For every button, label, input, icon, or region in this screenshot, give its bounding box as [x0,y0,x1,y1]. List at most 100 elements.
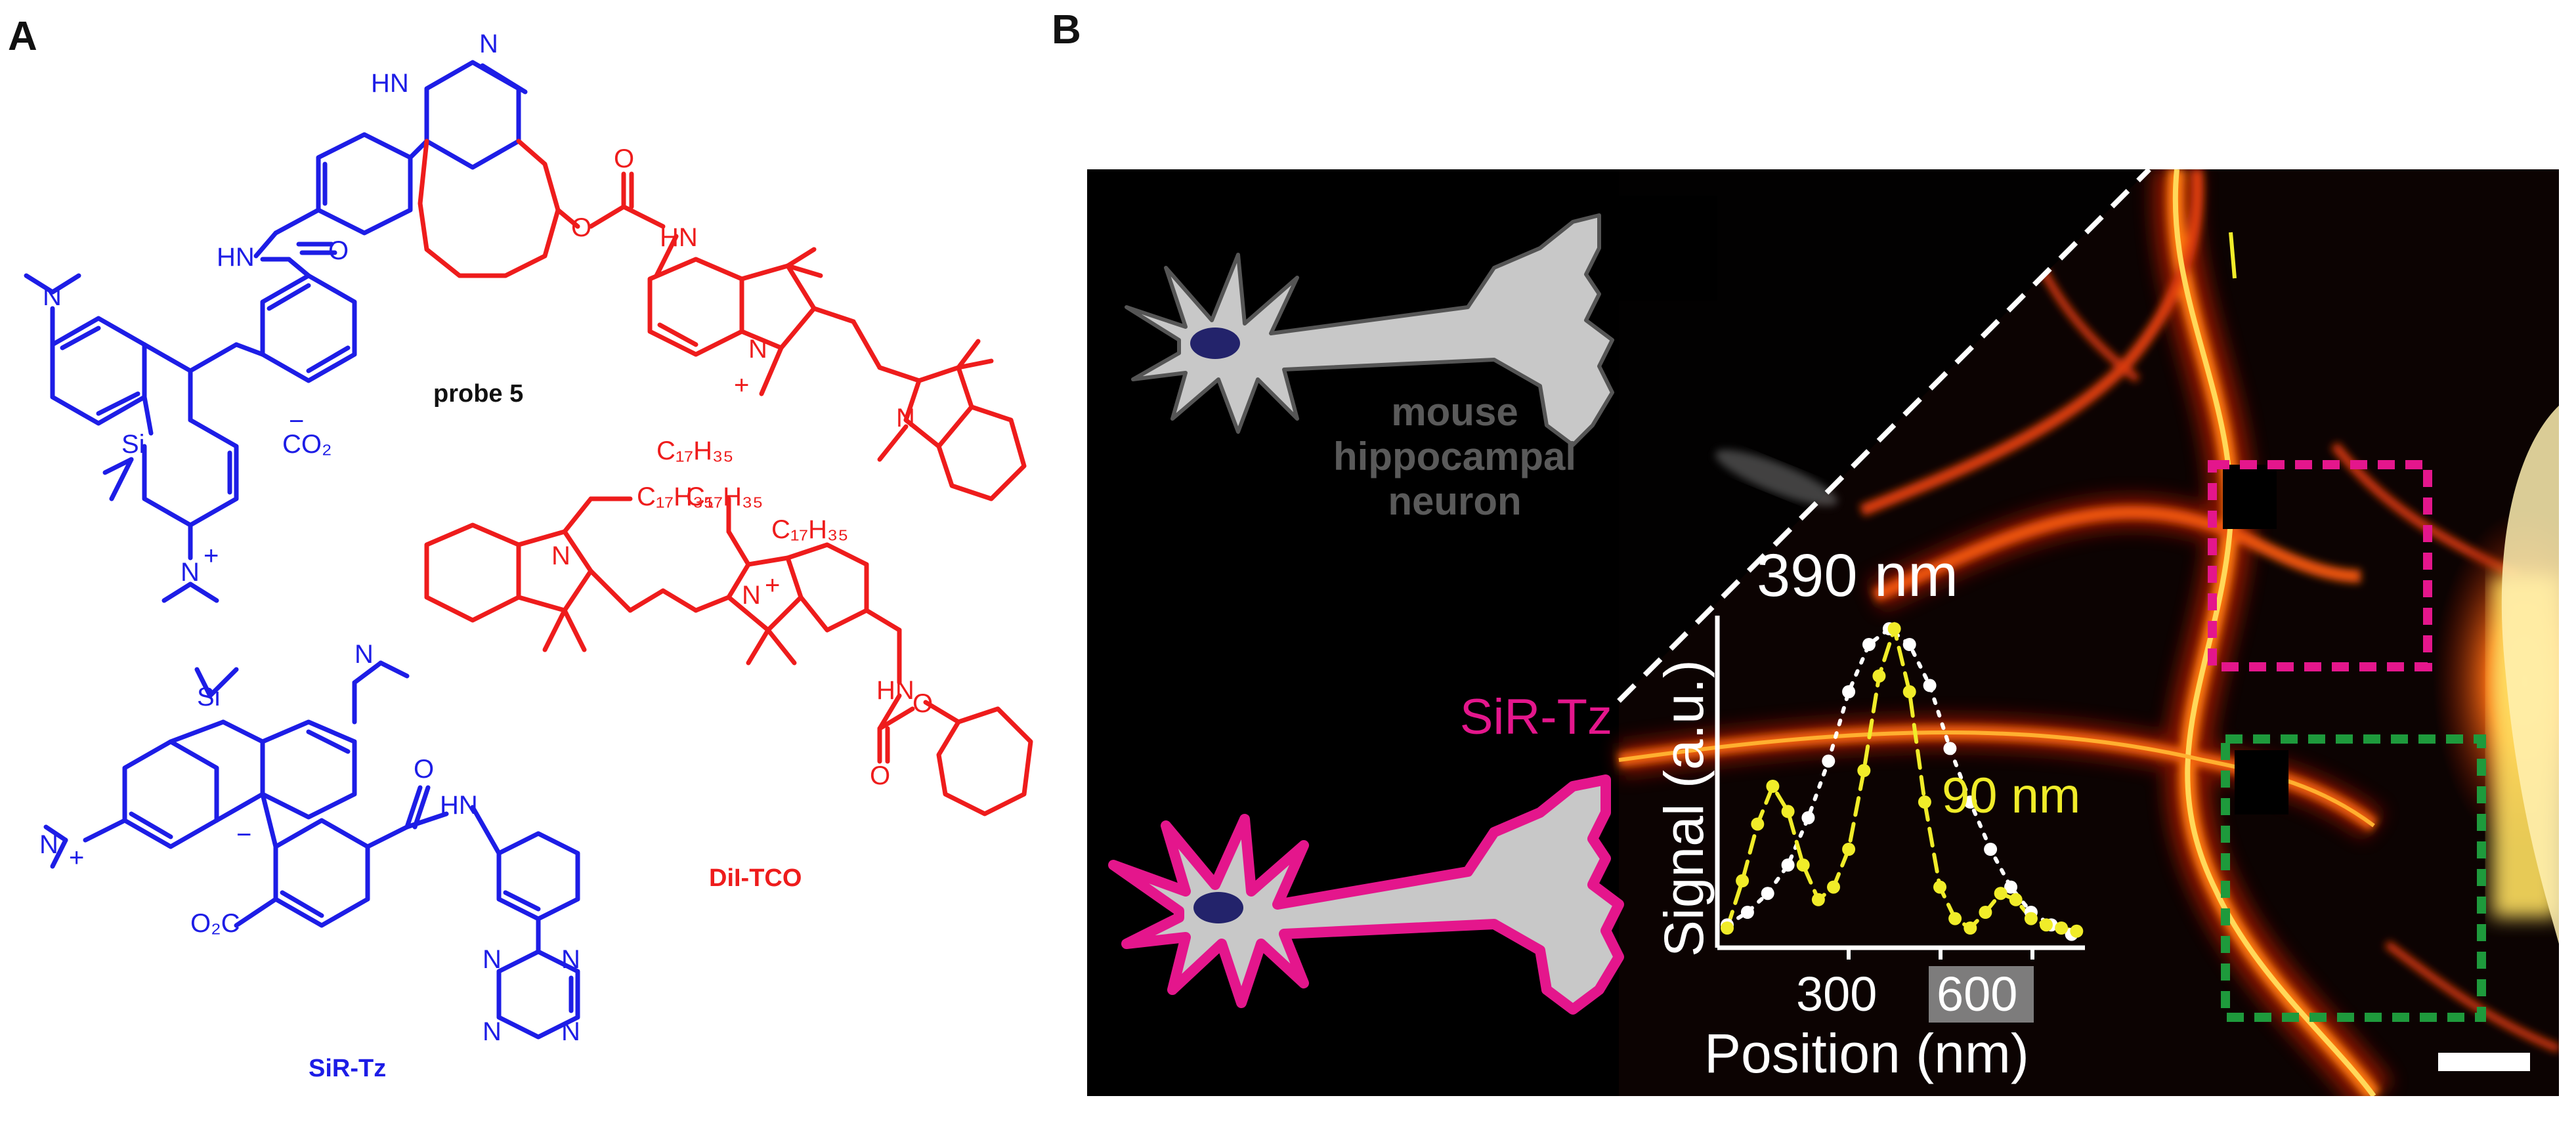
atom-plus-sir: + [69,843,84,872]
profile-point-yellow [2040,918,2053,932]
profile-point-yellow [1887,622,1901,635]
profile-point-white [1943,742,1957,755]
atom-hn-pyridazine: HN [371,69,409,98]
profile-point-yellow [1918,795,1931,809]
atom-n-sir-left: N [39,830,58,859]
atom-n-dil-2: N [742,581,761,610]
atom-n-sir-top: N [354,640,374,669]
atom-c17h35-4: C₁₇H₃₅ [686,482,763,511]
atom-c17h35-2: C₁₇H₃₅ [771,515,848,544]
profile-point-yellow [1994,887,2007,900]
profile-point-yellow [2070,924,2084,938]
profile-point-yellow [1902,685,1916,698]
probe-5-label: probe 5 [433,380,523,408]
profile-point-white [2004,880,2017,894]
profile-point-white [1862,638,1876,651]
microscopy-image [1616,169,2559,1096]
profile-point-yellow [1766,780,1780,793]
atom-nh-amide: HN [217,243,255,272]
sir-tz-label: SiR-Tz [309,1055,386,1082]
panel-b-label: B [1052,7,1081,53]
profile-point-yellow [2024,912,2038,925]
neuron-schematic-top [1125,213,1614,447]
panel-a-label: A [8,14,37,59]
neuron-label-line2: hippocampal [1333,434,1576,478]
profile-point-yellow [1842,843,1856,856]
profile-point-yellow [1827,880,1840,894]
atom-n-tz-1: N [561,945,580,974]
profile-point-white [1923,679,1937,692]
profile-point-white [1822,754,1835,768]
profile-point-yellow [1979,906,1992,919]
sir-tz-structure [43,660,580,1040]
profile-point-yellow [1964,921,1977,935]
atom-hn-dil: HN [876,676,914,705]
inset-x-label: Position (nm) [1704,1023,2029,1084]
x-tick-600: 600 [1937,967,2017,1021]
narrow-fwhm-label: 90 nm [1942,768,2080,824]
atom-o2c-sir: O₂C [190,909,240,938]
profile-point-white [1842,685,1856,698]
atom-n-indoline: N [896,404,915,433]
profile-point-white [1984,843,1998,856]
stain-label: SiR-Tz [1460,689,1612,745]
scale-bar [2438,1053,2530,1071]
profile-point-white [1801,811,1815,824]
profile-point-yellow [1948,912,1962,925]
profile-point-white [1761,887,1774,900]
profile-point-yellow [1721,921,1734,935]
atom-c17h35-1: C₁₇H₃₅ [656,436,733,465]
atom-minus-sir: − [236,820,251,849]
atom-o-sir: O [414,755,434,784]
dil-tco-structure [424,496,1033,816]
microscopy-panel: mouse hippocampal neuron SiR-Tz 300 600 … [1087,169,2559,1096]
atom-n-bottom: N [181,558,200,587]
atom-si-sir: Si [197,683,221,711]
atom-o-dil-carbonyl: O [870,761,890,790]
atom-o-dil-ester: O [912,689,933,718]
profile-point-yellow [2009,893,2023,906]
atom-plus-probe: + [204,541,219,570]
profile-point-yellow [1933,880,1946,894]
profile-point-yellow [1872,669,1886,683]
neuron-label-line1: mouse [1391,390,1518,434]
profile-point-yellow [1781,805,1795,818]
profile-line-marker [2229,232,2237,279]
profile-point-yellow [1796,858,1810,872]
atom-o-carbonyl: O [614,144,634,173]
atom-hn-sir: HN [440,791,478,820]
dil-tco-label: DiI-TCO [709,864,802,892]
chemical-structures: .b { fill:none; stroke:#1d1de6; stroke-w… [24,30,1033,1082]
atom-nh-carbamate: HN [660,223,698,252]
profile-point-white [1740,906,1754,919]
inset-y-label: Signal (a.u.) [1653,660,1715,957]
profile-point-white [1964,795,1977,809]
profile-point-white [1902,638,1916,651]
green-roi-box [2221,734,2486,1022]
atom-n-top: N [43,282,62,311]
profile-point-yellow [1811,893,1825,906]
atom-n-dil-1: N [551,541,570,570]
atom-o-amide: O [328,236,349,265]
profile-point-white [1781,858,1795,872]
atom-o-ester: O [571,213,591,242]
atom-si-probe: Si [121,430,145,459]
line-profile-plot: 300 600 Position (nm) Signal (a.u.) 390 … [1653,542,2085,1084]
atom-n-pyridazine: N [479,30,498,58]
probe-5-structure [24,60,1027,603]
profile-point-yellow [1736,874,1750,887]
atom-n-tz-4: N [483,1017,502,1046]
profile-point-yellow [1857,764,1871,777]
wide-fwhm-label: 390 nm [1757,542,1958,609]
neuron-label-line3: neuron [1388,479,1521,523]
neuron-schematic-bottom [1108,774,1624,1015]
atom-c17h35-3: C₁₇H₃₅ [637,482,714,511]
atom-n-indolium: N [748,335,767,364]
x-tick-300: 300 [1796,967,1877,1021]
atom-n-tz-2: N [561,1017,580,1046]
atom-plus-indolium: + [734,371,749,400]
magenta-roi-box [2208,460,2432,671]
profile-point-yellow [2055,921,2069,935]
profile-point-yellow [1751,817,1765,831]
atom-co2-probe: CO₂ [282,430,332,459]
